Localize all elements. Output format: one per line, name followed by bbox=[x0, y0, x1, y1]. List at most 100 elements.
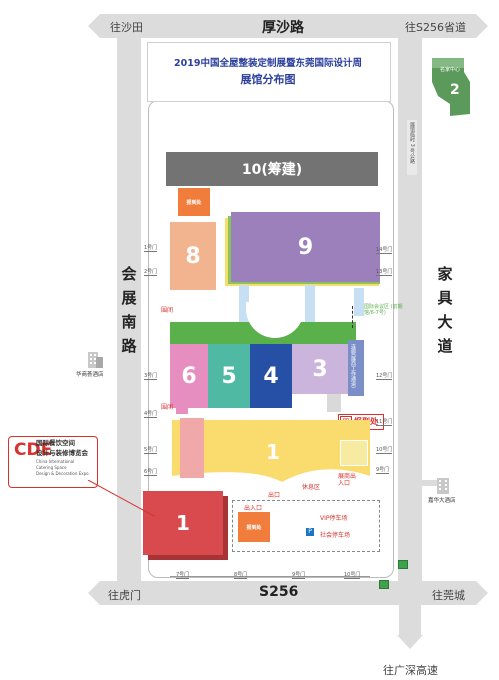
top-right-road-label: 往S256省道 bbox=[405, 21, 466, 34]
registration-bottom-label: 报到处 bbox=[246, 524, 262, 531]
cde-cn-line1: 国际餐饮空间 bbox=[36, 439, 75, 447]
parking-icon: P bbox=[306, 528, 314, 536]
connector-a bbox=[239, 285, 249, 325]
hall-3[interactable] bbox=[172, 420, 370, 482]
bottom-road-right-arrow bbox=[476, 581, 488, 605]
hall-2-sign: 名家中心 bbox=[440, 67, 461, 73]
left-road bbox=[117, 38, 141, 581]
top-road-right-arrow bbox=[476, 14, 488, 38]
hotel-icon-svg bbox=[88, 352, 103, 368]
left-gate-b: 2号门 bbox=[144, 269, 158, 276]
entry-exit-label: 出入口 bbox=[244, 505, 263, 512]
hall-2[interactable] bbox=[430, 52, 472, 118]
bottom-right-road-label: 往莞城 bbox=[432, 589, 465, 602]
cde-en-line1: China International bbox=[36, 459, 75, 464]
hall-1-number: 1 bbox=[176, 511, 190, 535]
rest-label: 休息区 bbox=[302, 484, 321, 491]
hall-1[interactable]: 1 1 bbox=[143, 491, 223, 555]
left-gate-c: 3号门 bbox=[144, 373, 158, 380]
left-gate-e: 5号门 bbox=[144, 447, 158, 454]
bottom-down-road bbox=[399, 605, 421, 635]
cde-en-line2: Catering Space bbox=[36, 465, 67, 470]
hall-10[interactable]: 10(筹建) bbox=[166, 152, 378, 186]
hall-5-label: 4 bbox=[263, 363, 279, 389]
top-left-road-label: 往沙田 bbox=[110, 21, 143, 34]
cde-en-line3: Design & Decoration Expo bbox=[36, 471, 89, 476]
exhibit-entry-label: 展商出 入口 bbox=[338, 473, 357, 487]
right-side-small-road-label: 展馆临时 3 号公路 bbox=[409, 122, 415, 164]
hall-3-label: 1 bbox=[266, 440, 280, 464]
right-gate-d: 11号门 bbox=[376, 419, 393, 426]
map-title: 2019中国全屋整装定制展暨东莞国际设计周 bbox=[174, 58, 362, 69]
hall-9[interactable]: 9 bbox=[231, 212, 380, 282]
cde-callout bbox=[8, 436, 98, 488]
connector-b bbox=[305, 285, 315, 325]
hall-6-label: 5 bbox=[221, 363, 237, 389]
public-parking-label: 社会停车场 bbox=[320, 532, 351, 539]
top-road bbox=[100, 14, 476, 38]
connector-c bbox=[354, 288, 364, 316]
right-side-road bbox=[422, 480, 442, 486]
right-side-small-road bbox=[407, 120, 417, 175]
bottom-road-left-arrow bbox=[88, 581, 100, 605]
bottom-gate-b: 8号门 bbox=[234, 572, 248, 579]
right-gate-f: 9号门 bbox=[376, 467, 390, 474]
hall-10-label: 10(筹建) bbox=[241, 162, 303, 178]
green-note: 国际会议区 (前期馆/6-7号) bbox=[364, 304, 403, 316]
hotel-label: 华商荟酒店 bbox=[76, 372, 104, 378]
hall-8[interactable]: 8 bbox=[170, 222, 216, 290]
hall-4-label: 3 bbox=[312, 356, 328, 382]
bottom-road bbox=[100, 581, 476, 605]
vip-parking-label: VIP停车场 bbox=[320, 515, 348, 522]
cde-logo: CDE bbox=[14, 440, 53, 460]
registration-top[interactable]: 报到处 bbox=[178, 188, 210, 216]
cde-cn-line2: 设计与装修博览会 bbox=[36, 449, 88, 457]
parking-area bbox=[232, 500, 380, 552]
bottom-left-road-label: 往虎门 bbox=[108, 589, 141, 602]
connector-vertical-label: 连廊(展商工作通道) bbox=[350, 344, 356, 388]
plaza-icon-svg bbox=[437, 478, 449, 494]
cde-callout-pointer bbox=[87, 479, 158, 520]
hall-2-shape bbox=[432, 58, 470, 116]
hall-3-pink-block bbox=[180, 418, 204, 478]
bottom-main-road-label: S256 bbox=[259, 584, 299, 600]
hall-3-shape bbox=[172, 420, 370, 482]
hall-7-label: 6 bbox=[181, 363, 197, 389]
hall-8-label: 8 bbox=[185, 243, 201, 269]
hall-6[interactable]: 5 bbox=[208, 344, 250, 408]
plaza-building-icon bbox=[434, 476, 452, 494]
bottom-gate-line bbox=[170, 576, 370, 577]
cde-callout-pointer-svg bbox=[87, 479, 155, 517]
hall-7[interactable]: 6 bbox=[170, 344, 208, 408]
registration-bottom[interactable]: 报到处 bbox=[238, 512, 270, 542]
map-subtitle: 展馆分布图 bbox=[240, 73, 296, 86]
left-gate-a: 1号门 bbox=[144, 245, 158, 252]
wei-left-1: 围闭 bbox=[161, 307, 174, 314]
connector-e bbox=[327, 394, 341, 412]
bottom-gate-c: 9号门 bbox=[292, 572, 306, 579]
bottom-gate-a: 7号门 bbox=[176, 572, 190, 579]
right-road-label: 家具大道 bbox=[437, 265, 453, 355]
bottom-down-road-label: 往广深高速 bbox=[383, 664, 438, 677]
right-gate-b: 13号门 bbox=[376, 269, 393, 276]
bottom-green-icon bbox=[379, 580, 389, 589]
hall-2-label: 2 bbox=[450, 82, 460, 98]
hall-4[interactable]: 3 bbox=[292, 344, 348, 394]
hall-9-label: 9 bbox=[297, 234, 314, 260]
right-gate-a: 14号门 bbox=[376, 247, 393, 254]
registration-top-label: 报到处 bbox=[186, 199, 202, 206]
green-note-pointer bbox=[352, 306, 354, 328]
top-road-left-arrow bbox=[88, 14, 100, 38]
hall-5[interactable]: 4 bbox=[250, 344, 292, 408]
exit-label: 出口 bbox=[268, 492, 281, 499]
hotel-building-icon bbox=[86, 350, 104, 368]
wei-left-2: 围闭 bbox=[161, 404, 174, 411]
bottom-down-arrow bbox=[397, 635, 423, 649]
left-road-label: 会展南路 bbox=[121, 265, 137, 355]
bottom-right-green-icon bbox=[398, 560, 408, 569]
left-gate-f: 6号门 bbox=[144, 469, 158, 476]
connector-vertical bbox=[348, 340, 364, 396]
bottom-gate-d: 10号门 bbox=[344, 572, 361, 579]
right-gate-c: 12号门 bbox=[376, 373, 393, 380]
plaza-label: 嘉华大酒店 bbox=[428, 498, 456, 504]
